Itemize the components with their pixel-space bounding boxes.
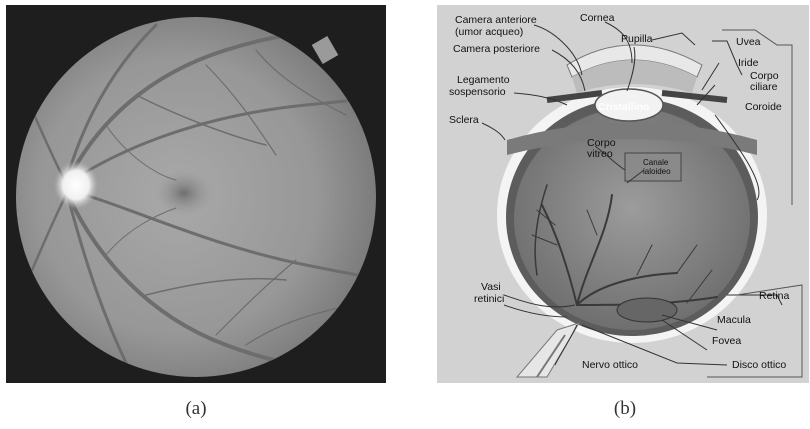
label-canale-2: ialoideo — [643, 167, 671, 176]
optic-disc — [54, 161, 98, 209]
caption-b: (b) — [595, 398, 655, 420]
label-umor-acqueo: (umor acqueo) — [455, 26, 523, 38]
label-disco-ottico: Disco ottico — [732, 359, 786, 371]
label-cristallino: Cristallino — [598, 101, 649, 113]
label-retinici: retinici — [474, 293, 504, 305]
label-corpo-ciliare-2: ciliare — [750, 81, 778, 93]
caption-a: (a) — [166, 398, 226, 420]
eye-anatomy-diagram: Camera anteriore (umor acqueo) Camera po… — [437, 5, 809, 383]
label-sclera: Sclera — [449, 114, 479, 126]
label-legamento-2: sospensorio — [449, 86, 506, 98]
label-vasi: Vasi — [481, 281, 501, 293]
label-macula: Macula — [717, 314, 751, 326]
label-cornea: Cornea — [580, 12, 615, 24]
label-legamento-1: Legamento — [457, 74, 510, 86]
label-coroide: Coroide — [745, 101, 782, 113]
macula-shape — [617, 298, 677, 322]
label-canale-1: Canale — [643, 158, 669, 167]
eye-anatomy-panel: Camera anteriore (umor acqueo) Camera po… — [437, 5, 809, 383]
label-nervo-ottico: Nervo ottico — [582, 359, 638, 371]
label-camera-posteriore: Camera posteriore — [453, 43, 540, 55]
label-retina: Retina — [759, 290, 790, 302]
label-pupilla: Pupilla — [621, 33, 653, 45]
label-iride: Iride — [738, 57, 759, 69]
label-camera-anteriore: Camera anteriore — [455, 14, 537, 26]
label-fovea: Fovea — [712, 335, 741, 347]
label-uvea: Uvea — [736, 36, 761, 48]
macula-spot — [154, 169, 214, 217]
label-corpo-vitreo-2: vitreo — [587, 148, 613, 160]
fundus-notch — [312, 36, 339, 64]
fundus-photo-panel — [6, 5, 386, 383]
fundus-photo — [6, 5, 386, 383]
